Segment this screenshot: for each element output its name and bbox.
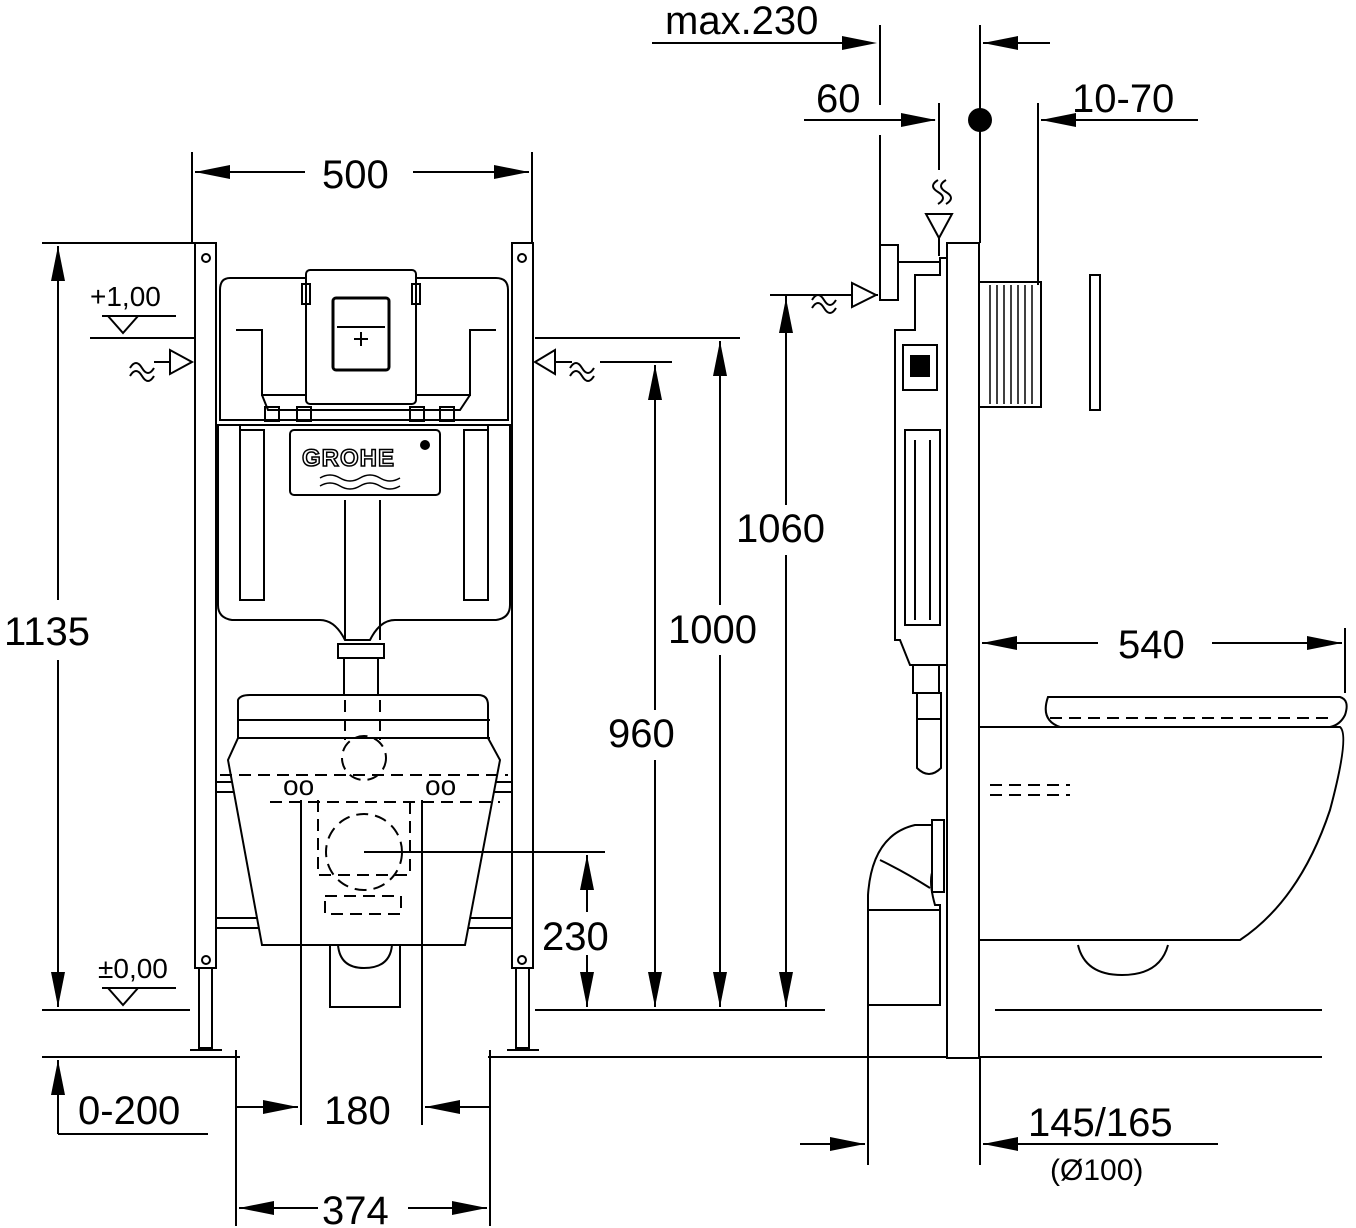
dim-height-960: 960: [608, 712, 675, 756]
water-inlet-symbol-left: [90, 338, 194, 381]
level-marker-top: [102, 316, 176, 333]
frame-right-upright: [507, 243, 539, 1050]
brand-logo: GROHE: [302, 445, 395, 472]
bolt-symbol-right: oo: [425, 770, 456, 801]
side-view: max.230 60 10-70 540: [652, 0, 1347, 1187]
dim-height-1060: 1060: [736, 507, 825, 551]
dim-max230: [652, 25, 1050, 243]
frame-left-upright: [190, 243, 222, 1050]
level-marker-floor: [102, 988, 176, 1005]
dim-1135: [42, 243, 194, 1007]
dim-max-230: max.230: [665, 0, 818, 43]
dim-0-200: [51, 1060, 208, 1134]
dim-height-1135: 1135: [4, 610, 90, 654]
side-inlet-symbol-left: [770, 283, 878, 313]
dim-depth-60: 60: [816, 77, 861, 121]
front-view: GROHE oo oo: [4, 152, 1322, 1228]
water-inlet-symbol-right: [535, 350, 594, 381]
side-cistern: [880, 245, 947, 774]
side-wc-bowl: [979, 697, 1347, 975]
side-inlet-symbol-top: [926, 180, 952, 256]
cistern-body: [218, 425, 510, 698]
dim-374: [236, 1050, 490, 1226]
dim-foot-adjust: 0-200: [78, 1089, 180, 1133]
flush-actuator: [302, 270, 420, 404]
side-drain-pipe: [868, 820, 944, 1005]
level-top-label: +1,00: [90, 281, 161, 312]
dim-wall-adjust: 10-70: [1072, 77, 1174, 121]
dim-drain-230: 230: [542, 915, 609, 959]
dim-pipe-diameter: (Ø100): [1050, 1154, 1143, 1187]
dim-960: [600, 362, 672, 1007]
dim-1060: [535, 295, 793, 1007]
dim-10-70: [1038, 103, 1198, 285]
dim-180: [235, 800, 490, 1125]
dim-bowl-540: 540: [1118, 623, 1185, 667]
dim-1000: [713, 341, 727, 1007]
dim-width-500: 500: [322, 153, 389, 197]
dim-60: [804, 103, 992, 300]
dim-540: [982, 628, 1345, 693]
wc-bowl-front: oo oo: [220, 695, 508, 1007]
side-wall-plate: [979, 275, 1100, 410]
dim-230: [364, 852, 605, 1007]
dim-drain-offset: 145/165: [1028, 1101, 1173, 1145]
dim-height-1000: 1000: [668, 608, 757, 652]
dim-500: [192, 152, 532, 242]
dim-145-165: [800, 1005, 1218, 1165]
bolt-symbol-left: oo: [283, 770, 314, 801]
level-floor-label: ±0,00: [98, 953, 168, 984]
dim-foot-374: 374: [322, 1189, 389, 1228]
dim-bolt-180: 180: [324, 1089, 391, 1133]
brand-logo-dot: [420, 440, 430, 450]
side-frame-upright: [947, 243, 979, 1058]
